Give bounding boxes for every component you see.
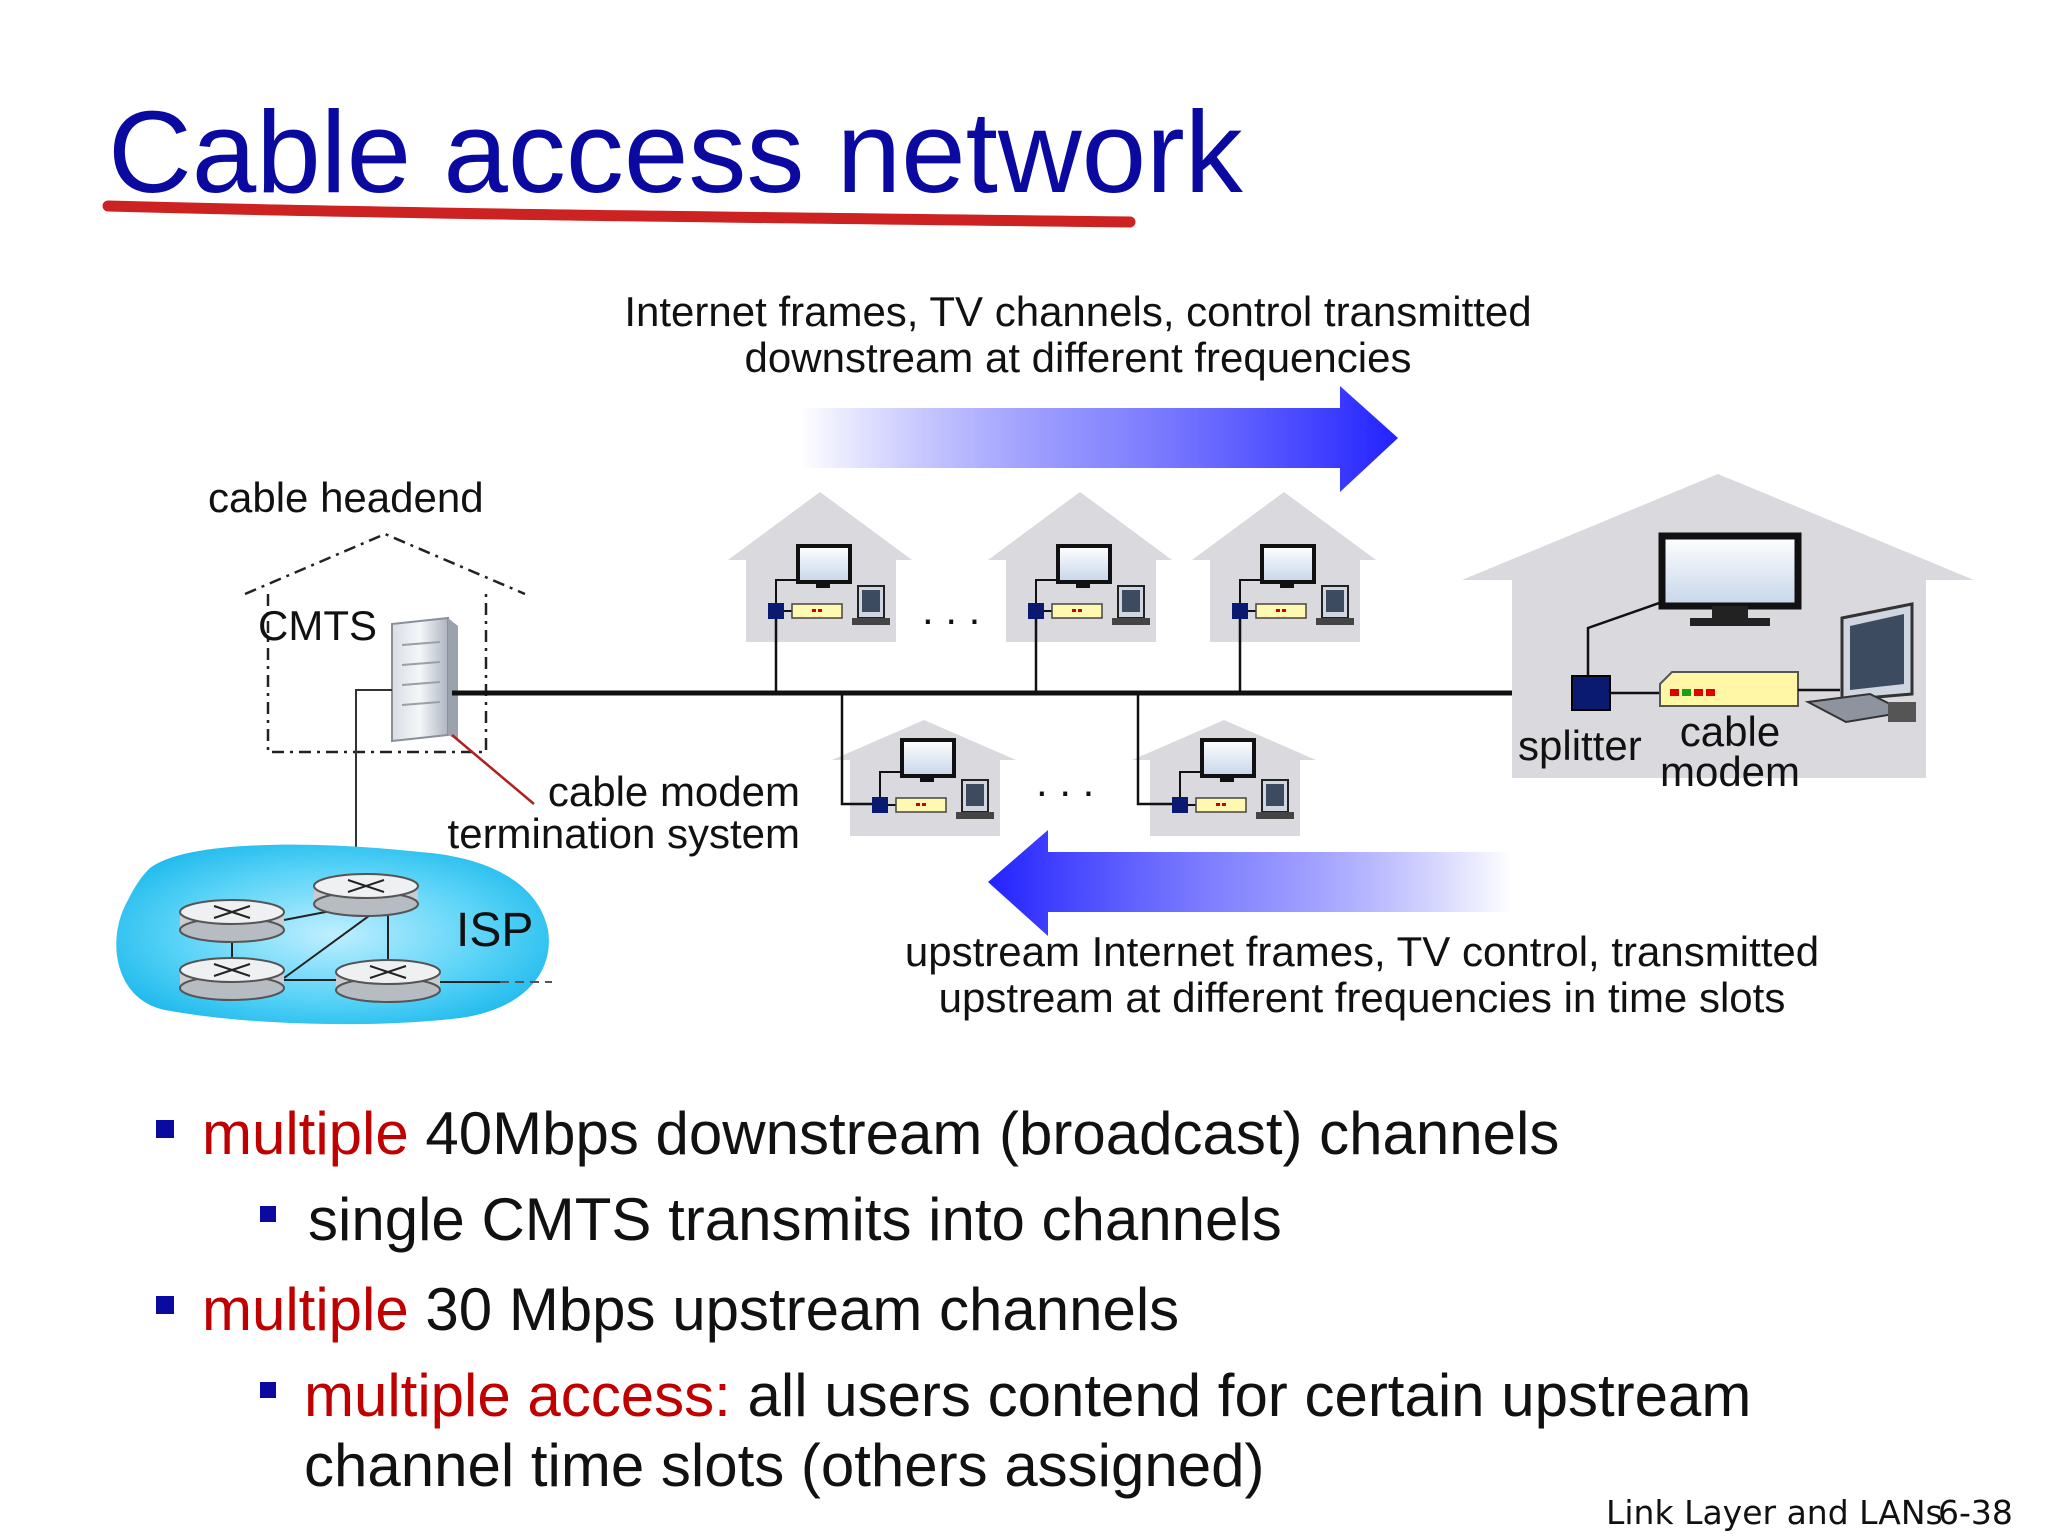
bullet-3-highlight: multiple [202, 1276, 409, 1343]
tv-icon [900, 738, 956, 778]
home-lower-1 [832, 693, 1016, 836]
cable-modem-icon [1659, 671, 1799, 707]
router-icon [179, 957, 285, 1001]
splitter-label: splitter [1518, 722, 1642, 769]
bullet-4-text: all users contend for certain upstream [731, 1362, 1752, 1429]
bullet-4-highlight: multiple access: [304, 1362, 731, 1429]
cable-headend-label: cable headend [208, 474, 484, 521]
upstream-caption-line2: upstream at different frequencies in tim… [939, 974, 1786, 1021]
splitter-icon [1571, 675, 1611, 711]
cmts-pointer-line [451, 734, 535, 805]
cable-modem-icon [791, 603, 843, 619]
cable-headend-house [244, 532, 526, 754]
cmts-rack [391, 616, 458, 743]
bullet-marker-square [260, 1206, 276, 1222]
bullet-3-text: 30 Mbps upstream channels [409, 1276, 1179, 1343]
cmts-desc-line1: cable modem [548, 768, 800, 815]
bullet-marker-square [260, 1382, 276, 1398]
bullet-4-continuation: channel time slots (others assigned) [304, 1432, 1264, 1499]
cmts-desc-line2: termination system [448, 810, 800, 857]
bullet-4: multiple access: all users contend for c… [304, 1362, 1751, 1429]
ellipsis-upper: . . . [922, 586, 980, 633]
footer-section: Link Layer and LANs [1606, 1493, 1943, 1532]
ellipsis-lower: . . . [1036, 758, 1094, 805]
cable-modem-label-line2: modem [1660, 748, 1800, 795]
bullet-1-highlight: multiple [202, 1100, 409, 1167]
cable-modem-icon [1255, 603, 1307, 619]
tv-icon [1658, 532, 1802, 610]
tv-icon [1260, 544, 1316, 584]
computer-icon [1804, 602, 1916, 724]
cable-modem-icon [895, 797, 947, 813]
bullet-marker-square [156, 1296, 174, 1314]
tv-icon [1056, 544, 1112, 584]
footer-page-number: 6-38 [1938, 1493, 2013, 1532]
isp-label: ISP [456, 904, 533, 957]
home-upper-1 [728, 492, 912, 693]
bullet-2: single CMTS transmits into channels [308, 1186, 1282, 1253]
slide-title: Cable access network [108, 87, 1244, 217]
bullet-3: multiple 30 Mbps upstream channels [202, 1276, 1179, 1343]
splitter-icon [1172, 797, 1188, 813]
tv-icon [1200, 738, 1256, 778]
router-icon [179, 899, 285, 943]
router-icon [335, 959, 441, 1003]
cable-modem-icon [1195, 797, 1247, 813]
downstream-caption-line1: Internet frames, TV channels, control tr… [624, 288, 1531, 335]
home-upper-3 [1192, 492, 1376, 693]
home-upper-2 [988, 492, 1172, 693]
upstream-caption-line1: upstream Internet frames, TV control, tr… [905, 928, 1819, 975]
splitter-icon [872, 797, 888, 813]
cmts-isp-wire [355, 689, 392, 892]
title-underline [102, 200, 1136, 228]
home-lower-2 [1132, 693, 1316, 836]
downstream-arrow [800, 386, 1398, 492]
cable-modem-icon [1051, 603, 1103, 619]
splitter-icon [1028, 603, 1044, 619]
home-large [1462, 474, 1974, 778]
cable-modem-label-line1: cable [1680, 708, 1780, 755]
splitter-icon [1232, 603, 1248, 619]
bullet-2-text: single CMTS transmits into channels [308, 1186, 1282, 1253]
downstream-caption-line2: downstream at different frequencies [745, 334, 1412, 381]
bullet-list: multiple 40Mbps downstream (broadcast) c… [156, 1100, 1751, 1499]
bullet-marker-square [156, 1120, 174, 1138]
bullet-1: multiple 40Mbps downstream (broadcast) c… [202, 1100, 1559, 1167]
tv-icon [796, 544, 852, 584]
cmts-label: CMTS [258, 602, 377, 649]
splitter-icon [768, 603, 784, 619]
bullet-1-text: 40Mbps downstream (broadcast) channels [409, 1100, 1560, 1167]
router-icon [313, 873, 419, 917]
upstream-arrow [988, 830, 1512, 936]
